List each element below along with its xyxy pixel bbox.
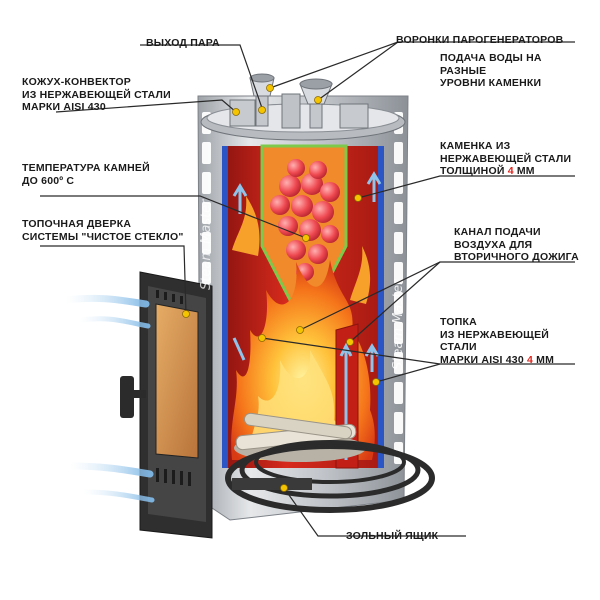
- label-convector: КОЖУХ-КОНВЕКТОР ИЗ НЕРЖАВЕЮЩЕЙ СТАЛИ МАР…: [22, 76, 171, 113]
- label-steam-funnels: ВОРОНКИ ПАРОГЕНЕРАТОРОВ: [396, 34, 564, 46]
- leader-lines: [40, 41, 575, 537]
- brand-text-right: Steam Master: [391, 278, 406, 370]
- stone-chamber: [260, 144, 348, 302]
- label-stone-temperature: ТЕМПЕРАТУРА КАМНЕЙ ДО 600º С: [22, 162, 150, 187]
- label-ash-box: ЗОЛЬНЫЙ ЯЩИК: [346, 530, 439, 542]
- firebox-thickness-value: 4: [526, 353, 534, 366]
- steam-funnels: [249, 73, 333, 129]
- stones: [270, 159, 340, 281]
- label-water-supply: ПОДАЧА ВОДЫ НА РАЗНЫЕ УРОВНИ КАМЕНКИ: [440, 52, 542, 89]
- label-firebox: ТОПКА ИЗ НЕРЖАВЕЮЩЕЙ СТАЛИ МАРКИ AISI 43…: [440, 316, 555, 366]
- air-flow-arrows: [232, 171, 382, 372]
- marker-dots: [182, 84, 380, 492]
- firebox-door: [120, 271, 213, 539]
- heater-thickness-value: 4: [507, 165, 514, 177]
- label-steam-outlet: ВЫХОД ПАРА: [146, 37, 220, 49]
- label-heater: КАМЕНКА ИЗ НЕРЖАВЕЮЩЕЙ СТАЛИ ТОЛЩИНОЙ 4 …: [440, 140, 572, 177]
- intake-air: [62, 294, 155, 503]
- label-door: ТОПОЧНАЯ ДВЕРКА СИСТЕМЫ "ЧИСТОЕ СТЕКЛО": [22, 218, 184, 243]
- base-grate: [225, 440, 435, 513]
- top-lid: [200, 99, 406, 141]
- label-air-channel: КАНАЛ ПОДАЧИ ВОЗДУХА ДЛЯ ВТОРИЧНОГО ДОЖИ…: [454, 226, 579, 263]
- brand-text-left: Steam Master: [199, 198, 214, 290]
